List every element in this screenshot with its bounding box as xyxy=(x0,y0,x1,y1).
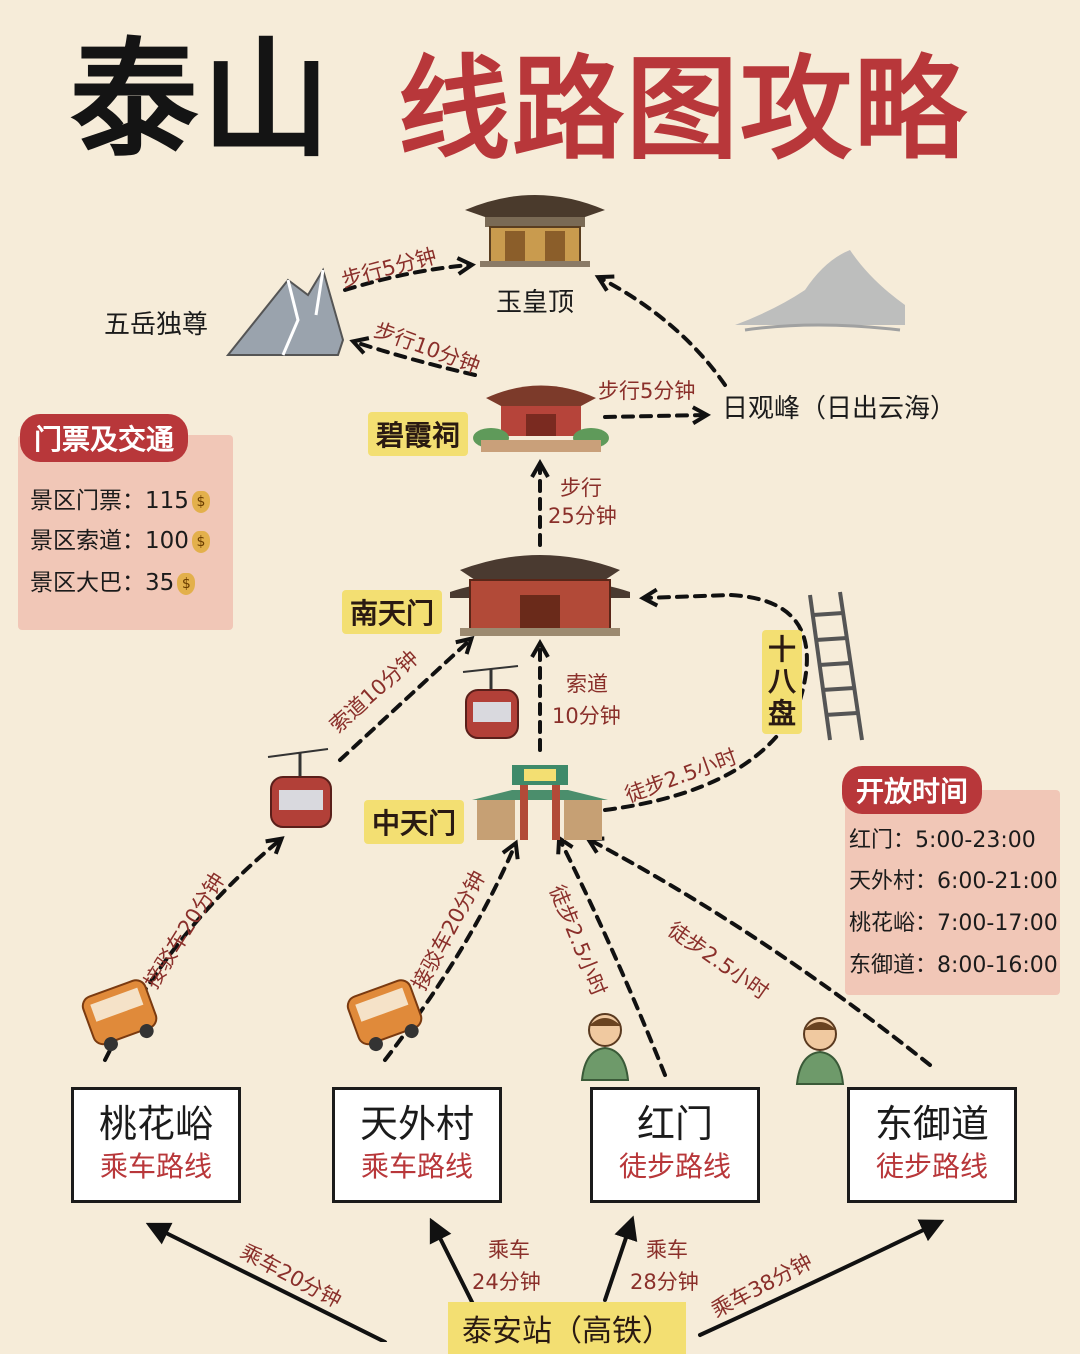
title-main: 泰山 xyxy=(70,25,335,175)
entrance-name: 东御道 xyxy=(874,1102,989,1146)
entrance-box-tianwaicun[interactable]: 天外村 乘车路线 xyxy=(332,1087,502,1203)
entrance-route-type: 徒步路线 xyxy=(875,1150,988,1183)
entrance-box-hongmen[interactable]: 红门 徒步路线 xyxy=(590,1087,760,1203)
entrance-box-dongyudao[interactable]: 东御道 徒步路线 xyxy=(847,1087,1017,1203)
route-label: 10分钟 xyxy=(552,704,621,728)
route-hike-hongmen xyxy=(556,834,667,1077)
cable-car-icon xyxy=(462,665,519,739)
route-cable-left xyxy=(338,635,475,762)
hours-row: 红门：5:00-23:00 xyxy=(849,828,1036,853)
entrance-box-taohuayu[interactable]: 桃花峪 乘车路线 xyxy=(71,1087,241,1203)
route-label: 乘车 xyxy=(646,1238,688,1262)
bus-icon xyxy=(81,979,158,1052)
route-car-28 xyxy=(603,1215,638,1302)
place-bixia: 碧霞祠 xyxy=(368,412,469,456)
place-wuyue: 五岳独尊 xyxy=(104,310,209,340)
cable-car-icon xyxy=(267,748,332,828)
ladder-icon xyxy=(808,591,864,741)
hours-row: 东御道：8:00-16:00 xyxy=(849,953,1058,978)
ticket-row: 景区索道：100$ xyxy=(30,521,210,555)
temple-icon xyxy=(465,195,605,267)
hiker-icon xyxy=(580,1013,630,1081)
shrine-icon xyxy=(473,385,609,452)
route-label: 24分钟 xyxy=(472,1270,541,1294)
title-sub: 线路图攻略 xyxy=(398,44,968,175)
route-car-38 xyxy=(698,1219,945,1337)
gate-icon xyxy=(472,765,608,840)
money-bag-icon: $ xyxy=(191,530,210,553)
tickets-panel: 景区门票：115$ 景区索道：100$ 景区大巴：35$ xyxy=(18,435,233,630)
hours-panel: 红门：5:00-23:00 天外村：6:00-21:00 桃花峪：7:00-17… xyxy=(845,790,1060,995)
tickets-heading: 门票及交通 xyxy=(20,414,189,462)
ticket-row: 景区大巴：35$ xyxy=(30,563,196,597)
place-eighteen-bends: 十 八 盘 xyxy=(762,630,802,734)
place-south-gate: 南天门 xyxy=(342,590,443,634)
eighteen-bends-char: 十 xyxy=(767,633,796,666)
hours-row: 天外村：6:00-21:00 xyxy=(849,869,1058,894)
route-bixia-to-sun xyxy=(603,405,712,425)
hours-heading: 开放时间 xyxy=(842,766,983,814)
route-car-20 xyxy=(145,1222,387,1342)
route-wuyue-to-top xyxy=(343,256,477,292)
entrance-route-type: 乘车路线 xyxy=(99,1150,212,1183)
route-bixia-to-wuyue xyxy=(349,336,477,377)
mountain-icon xyxy=(225,267,345,356)
hiker-icon xyxy=(795,1017,845,1085)
entrance-name: 天外村 xyxy=(359,1102,474,1146)
gate-icon xyxy=(450,555,630,636)
entrance-name: 红门 xyxy=(636,1102,713,1146)
station-label: 泰安站（高铁） xyxy=(448,1302,686,1354)
place-middle-gate: 中天门 xyxy=(364,800,465,844)
entrance-route-type: 徒步路线 xyxy=(618,1150,731,1183)
eighteen-bends-char: 八 xyxy=(767,665,796,698)
money-bag-icon: $ xyxy=(191,490,210,513)
route-hike-dongyu xyxy=(584,836,932,1067)
route-label: 28分钟 xyxy=(630,1270,699,1294)
place-sun-peak: 日观峰（日出云海） xyxy=(722,394,957,424)
ticket-row: 景区门票：115$ xyxy=(30,481,210,515)
route-label: 索道 xyxy=(566,672,608,696)
route-label: 步行5分钟 xyxy=(598,379,696,403)
route-label: 25分钟 xyxy=(548,504,617,528)
route-sun-to-top xyxy=(594,274,727,387)
eighteen-bends-char: 盘 xyxy=(767,697,796,730)
place-jade-emperor-peak: 玉皇顶 xyxy=(496,288,575,318)
entrance-route-type: 乘车路线 xyxy=(360,1150,473,1183)
money-bag-icon: $ xyxy=(177,572,196,595)
entrance-name: 桃花峪 xyxy=(98,1102,213,1146)
mountain-scenery-icon xyxy=(735,250,905,332)
bus-icon xyxy=(346,979,423,1052)
hours-row: 桃花峪：7:00-17:00 xyxy=(849,911,1058,936)
route-label: 步行 xyxy=(560,476,602,500)
route-label: 乘车 xyxy=(488,1238,530,1262)
